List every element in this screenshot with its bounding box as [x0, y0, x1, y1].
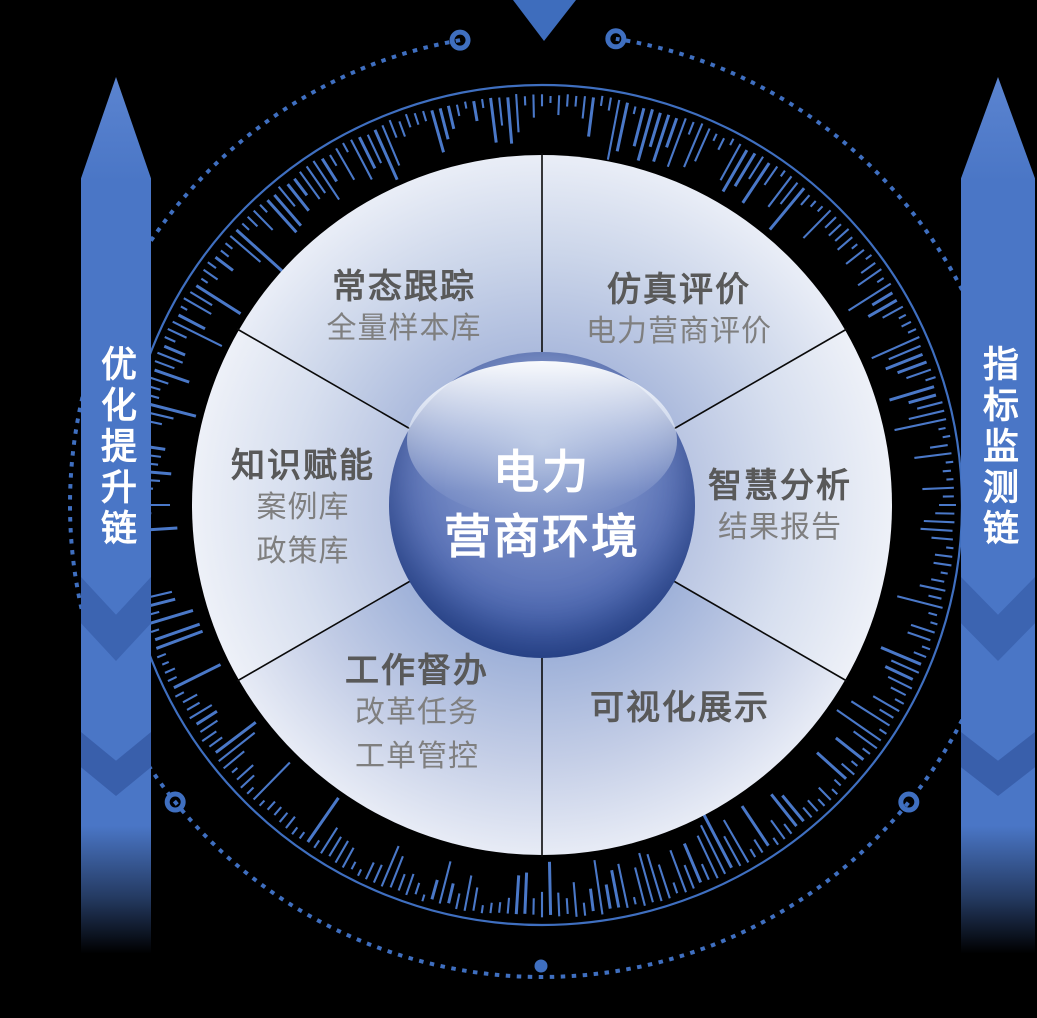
segment-title: 可视化展示	[590, 689, 770, 727]
wedge-separators	[236, 153, 848, 857]
segment-subtitle: 全量样本库	[326, 312, 482, 345]
segment-subtitle: 结果报告	[718, 511, 842, 544]
sphere-title: 电力 营商环境	[389, 352, 695, 658]
right-chain-arrow-bar: 指标监测链	[961, 77, 1035, 958]
segment-label-gongzuo-duban: 工作督办 改革任务 工单管控	[345, 651, 489, 779]
sphere-title-line2: 营商环境	[444, 510, 640, 563]
segment-label-fangzhen-pingjia: 仿真评价 电力营商评价	[586, 270, 772, 354]
segment-title: 知识赋能	[231, 447, 375, 485]
sphere-title-line1: 电力	[493, 446, 591, 498]
orbit-node-circle-icon	[164, 791, 186, 813]
segment-subtitle: 电力营商评价	[586, 315, 772, 348]
segment-title: 仿真评价	[607, 271, 751, 309]
orbit-node-circle-icon	[449, 29, 471, 51]
right-chain-label: 指标监测链	[978, 345, 1019, 550]
sphere-gloss-highlight	[407, 361, 677, 521]
chevron-down-icon	[961, 732, 1035, 796]
segment-subtitle: 改革任务	[355, 696, 479, 729]
segment-label-changtai-genzong: 常态跟踪 全量样本库	[327, 267, 482, 351]
segment-title: 智慧分析	[708, 467, 852, 505]
segment-subtitle: 案例库	[256, 491, 350, 524]
chevron-down-icon	[81, 577, 151, 661]
chevron-down-icon	[81, 732, 151, 796]
pie-wedge	[191, 330, 542, 680]
left-chain-arrow-bar: 优化提升链	[81, 77, 151, 958]
segment-label-zhishi-funeng: 知识赋能 案例库 政策库	[231, 446, 375, 574]
segment-label-zhihui-fenxi: 智慧分析 结果报告	[708, 466, 852, 550]
segment-subtitle: 工单管控	[355, 740, 479, 773]
pie-wedge	[542, 330, 892, 680]
orbit-dot-icon	[534, 959, 548, 973]
orbit-node-circle-icon	[898, 791, 920, 813]
triangle-down-icon	[513, 0, 576, 41]
center-sphere: 电力 营商环境	[389, 352, 695, 658]
segment-title: 工作督办	[345, 652, 489, 690]
left-chain-label: 优化提升链	[96, 345, 137, 550]
segment-label-keshihua-zhanshi: 可视化展示	[590, 688, 770, 728]
segment-title: 常态跟踪	[332, 268, 476, 306]
segment-subtitle: 政策库	[256, 535, 350, 568]
orbit-node-circle-icon	[605, 28, 627, 50]
chevron-down-icon	[961, 577, 1035, 661]
